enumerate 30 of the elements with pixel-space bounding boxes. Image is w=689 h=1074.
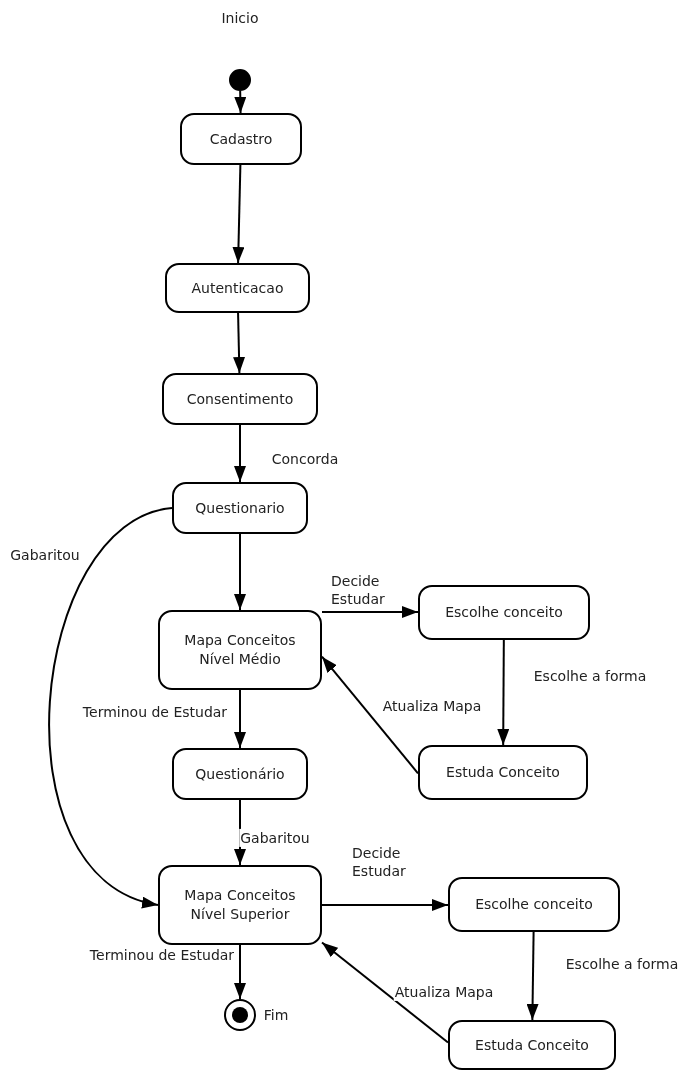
state-box: Mapa Conceitos Nível Superior	[158, 865, 322, 945]
state-box: Questionário	[172, 748, 308, 800]
transition-arrow	[321, 606, 419, 618]
state-box: Autenticacao	[165, 263, 310, 313]
state-box: Escolhe conceito	[418, 585, 590, 640]
transition-arrow	[234, 424, 246, 483]
transition-arrow	[48, 507, 173, 906]
state-caption: Inicio	[221, 10, 259, 26]
state-box: Estuda Conceito	[448, 1020, 616, 1070]
transition-arrow	[526, 931, 539, 1021]
initial-state	[229, 69, 251, 91]
state-box: Cadastro	[180, 113, 302, 165]
transition-arrow	[234, 689, 246, 749]
transition-arrow	[232, 164, 245, 264]
transition-arrow	[234, 90, 247, 114]
transition-arrow	[234, 944, 246, 1000]
transition-arrow	[321, 941, 449, 1044]
transition-arrow	[234, 533, 246, 611]
state-box: Escolhe conceito	[448, 877, 620, 932]
transition-arrow	[497, 639, 510, 746]
state-box: Estuda Conceito	[418, 745, 588, 800]
transition-arrow	[233, 312, 246, 374]
state-box: Mapa Conceitos Nível Médio	[158, 610, 322, 690]
state-box: Questionario	[172, 482, 308, 534]
edge-label: Gabaritou	[239, 828, 311, 848]
state-box: Consentimento	[162, 373, 318, 425]
final-state	[224, 999, 256, 1031]
transition-arrow	[321, 899, 449, 911]
state-caption: Fim	[263, 1007, 289, 1023]
transition-arrow	[321, 655, 419, 775]
